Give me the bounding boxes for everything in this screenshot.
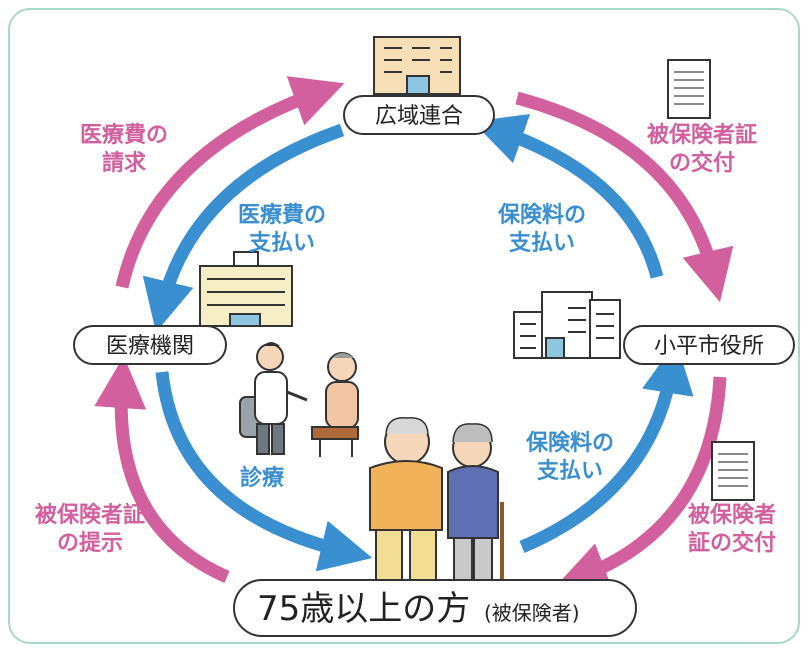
office-building-icon <box>373 36 461 95</box>
arrow-treatment <box>155 371 373 572</box>
node-insured-sub-label: (被保険者) <box>484 601 580 625</box>
label-issue-bottom-line1: 被保険者 <box>688 503 776 528</box>
label-issue-top-line2: の交付 <box>669 150 735 176</box>
label-present-line1: 被保険者証 <box>35 502 145 528</box>
diagram-frame: 広域連合 医療機関 小平市役所 75歳以上の方 (被保険者) 医療費の 請求 医… <box>8 8 800 644</box>
node-hospital-label: 医療機関 <box>106 334 194 359</box>
label-issue-bottom-line2: 証の交付 <box>688 530 776 556</box>
arrow-claim <box>115 76 345 289</box>
label-payment-line1: 医療費の <box>238 202 326 228</box>
node-insured-label: 75歳以上の方 <box>257 589 470 629</box>
elderly-couple-icon <box>369 417 504 588</box>
arrow-payment <box>142 123 345 333</box>
hospital-building-icon <box>199 251 293 327</box>
node-union: 広域連合 <box>343 95 495 135</box>
node-union-label: 広域連合 <box>375 104 463 129</box>
node-insured: 75歳以上の方 (被保険者) <box>233 579 637 637</box>
label-payment-line2: 支払い <box>249 231 315 256</box>
doctor-patient-icon <box>239 342 359 457</box>
label-premium-bottom-line1: 保険料の <box>525 431 614 456</box>
node-city-office: 小平市役所 <box>623 325 795 365</box>
label-premium-bottom-line2: 支払い <box>537 459 603 484</box>
label-premium-top-line2: 支払い <box>509 231 575 256</box>
arrow-present <box>94 356 230 583</box>
node-city-office-label: 小平市役所 <box>654 334 764 359</box>
label-present-line2: の提示 <box>57 530 123 556</box>
arrow-issue-bottom <box>555 376 727 593</box>
arrow-issue-top <box>515 91 734 303</box>
city-hall-icon <box>513 291 621 359</box>
flow-diagram: 広域連合 医療機関 小平市役所 75歳以上の方 (被保険者) 医療費の 請求 医… <box>35 36 795 637</box>
label-issue-top-line1: 被保険者証 <box>647 122 757 148</box>
arrow-premium-bottom <box>519 341 694 553</box>
document-icon <box>711 441 755 501</box>
document-icon <box>667 59 711 119</box>
label-claim-line1: 医療費の <box>80 122 168 148</box>
label-premium-top-line1: 保険料の <box>497 203 586 228</box>
node-hospital: 医療機関 <box>73 325 227 365</box>
label-treatment: 診療 <box>240 465 284 491</box>
label-claim-line2: 請求 <box>102 150 146 176</box>
arrow-premium-top <box>472 114 664 279</box>
